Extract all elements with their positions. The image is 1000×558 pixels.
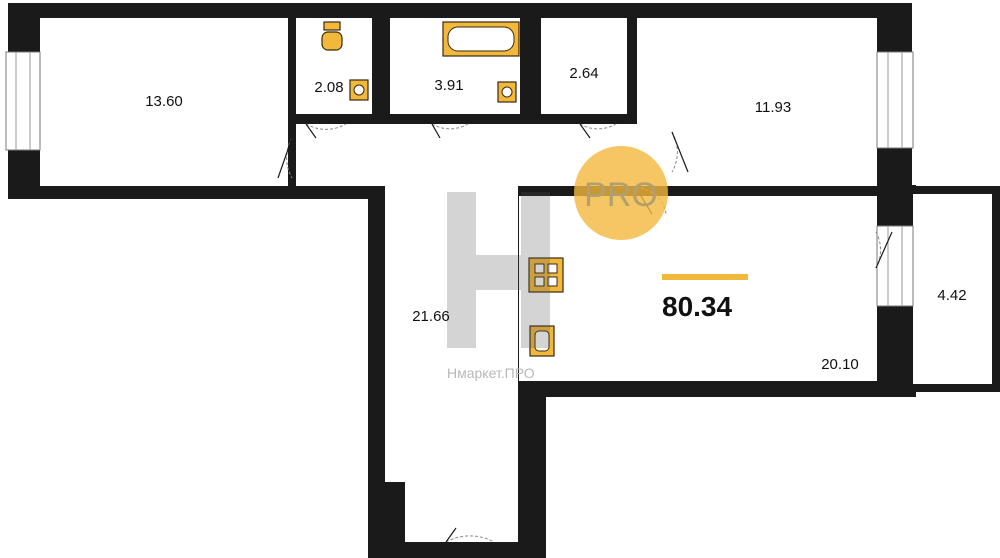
sink-icon <box>349 79 369 101</box>
total-area-value: 80.34 <box>662 291 732 322</box>
room-area-bedroom-left: 13.60 <box>145 93 183 110</box>
pro-badge-text: PRO <box>584 176 658 214</box>
room-area-balcony: 4.42 <box>937 287 966 304</box>
kitchen-sink-icon <box>529 325 555 357</box>
floors <box>40 18 992 542</box>
toilet-icon <box>321 21 343 51</box>
sink-icon <box>497 81 517 103</box>
fixtures <box>321 21 564 357</box>
pro-badge: PRO <box>574 146 668 240</box>
watermark-logo <box>447 192 550 348</box>
room-area-bathroom: 3.91 <box>434 77 463 94</box>
stove-icon <box>528 257 564 293</box>
watermark-text: Нмаркет.ПРО <box>447 365 535 381</box>
room-area-bedroom-right: 11.93 <box>755 99 791 116</box>
room-labels: 13.60 2.08 3.91 2.64 11.93 21.66 20.10 4… <box>145 65 966 373</box>
room-area-toilet: 2.08 <box>314 79 343 96</box>
total-area-bar <box>662 274 748 280</box>
room-area-storage: 2.64 <box>569 65 598 82</box>
windows <box>5 51 914 307</box>
room-area-kitchen-living: 20.10 <box>821 356 859 373</box>
total-area: 80.34 <box>662 274 748 322</box>
room-area-hallway: 21.66 <box>412 308 450 325</box>
bathtub-icon <box>442 21 520 57</box>
